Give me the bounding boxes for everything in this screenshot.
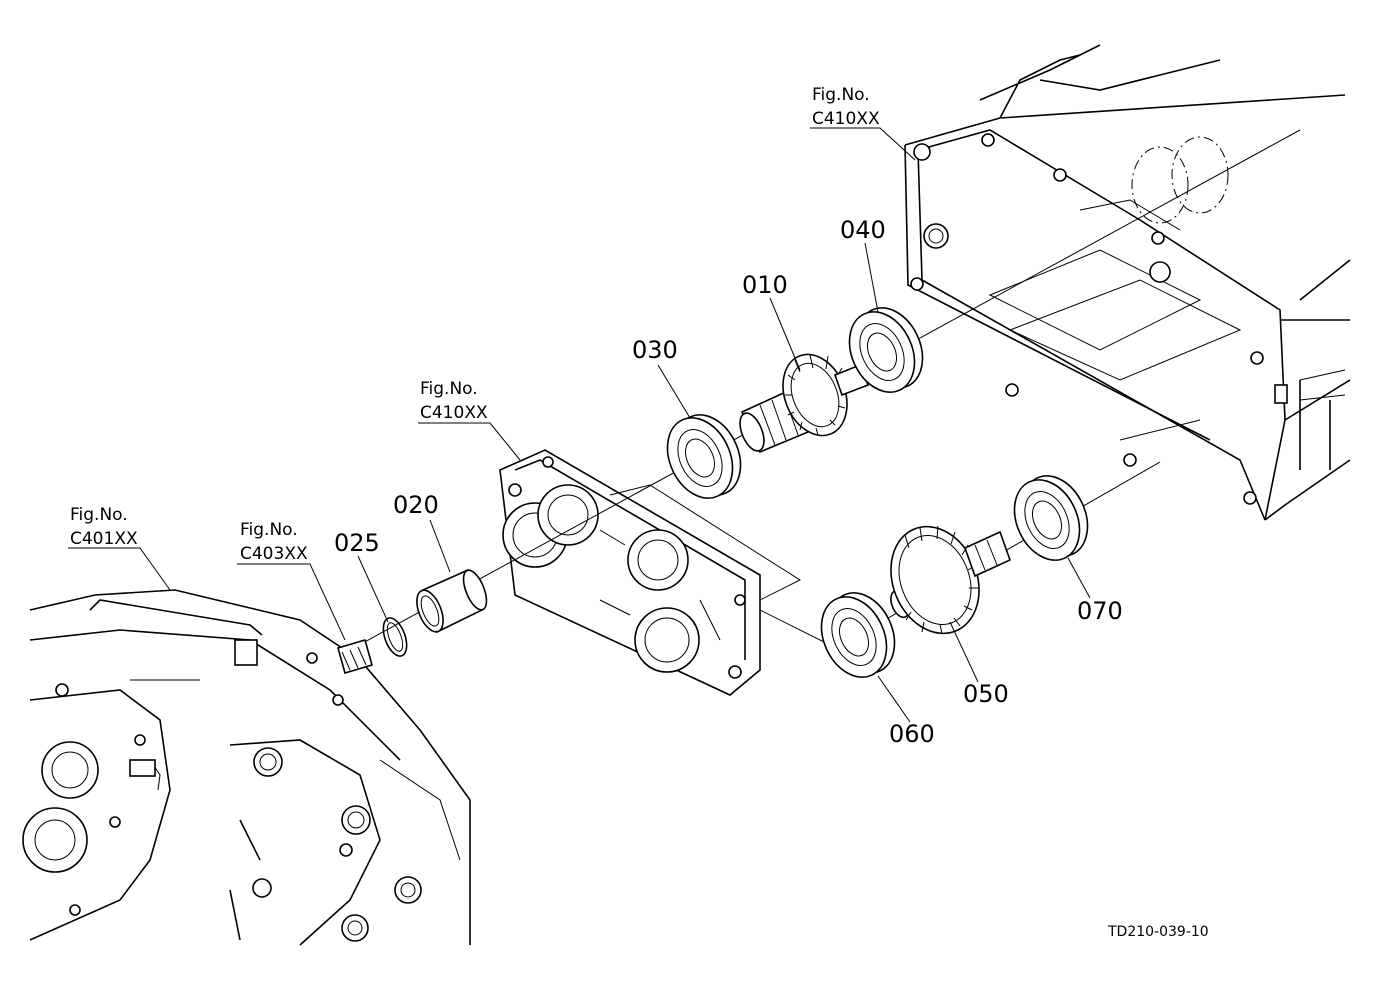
part-060-ball-bearing — [820, 592, 896, 678]
fig-ref-left2-line1: Fig.No. — [240, 520, 298, 540]
part-label-070: 070 — [1077, 597, 1123, 625]
fig-ref-top-right-line1: Fig.No. — [812, 85, 870, 105]
transmission-case-left — [22, 589, 471, 946]
part-label-025: 025 — [334, 529, 380, 557]
middle-plate-cover — [499, 449, 851, 696]
transmission-case-right — [904, 44, 1351, 521]
part-label-060: 060 — [889, 720, 935, 748]
part-label-030: 030 — [632, 336, 678, 364]
part-070-ball-bearing — [1013, 475, 1089, 561]
drawing-code: TD210-039-10 — [1107, 924, 1209, 940]
part-number-labels: 010 020 025 030 040 050 060 070 — [334, 216, 1123, 748]
fig-ref-middle-line1: Fig.No. — [420, 379, 478, 399]
part-030-ball-bearing — [666, 414, 742, 499]
fig-ref-middle-line2: C410XX — [420, 403, 488, 423]
part-label-010: 010 — [742, 271, 788, 299]
fig-ref-top-right-line2: C410XX — [812, 109, 880, 129]
part-050-gear-shaft — [890, 525, 1012, 635]
part-025-snap-ring — [337, 617, 408, 674]
figure-reference-labels: Fig.No. C410XX Fig.No. C410XX Fig.No. C4… — [70, 85, 880, 564]
fig-ref-left-line1: Fig.No. — [70, 505, 128, 525]
part-040-ball-bearing — [848, 307, 924, 393]
part-label-050: 050 — [963, 680, 1009, 708]
part-label-020: 020 — [393, 491, 439, 519]
fig-ref-left-line2: C401XX — [70, 529, 138, 549]
fig-ref-left2-line2: C403XX — [240, 544, 308, 564]
part-020-bushing — [416, 568, 488, 634]
part-010-gear-shaft — [739, 353, 870, 454]
leader-lines — [68, 127, 1091, 723]
part-label-040: 040 — [840, 216, 886, 244]
